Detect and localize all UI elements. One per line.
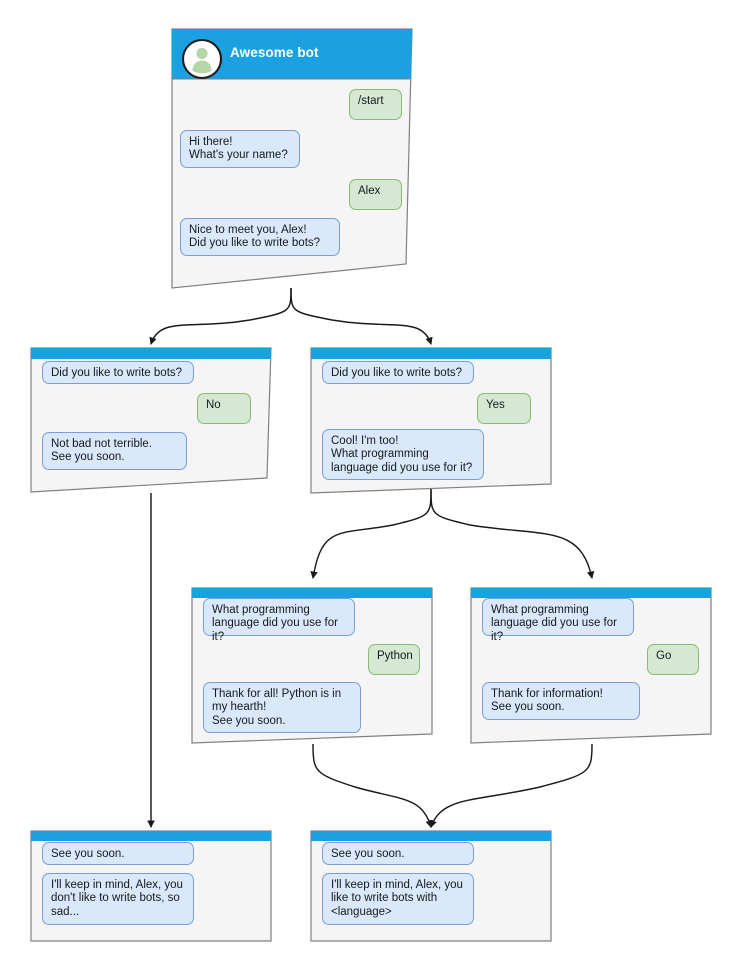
card-header-bar	[311, 348, 551, 359]
message-bubble-user: Go	[647, 644, 699, 675]
connector-start-to-yes	[290, 287, 433, 346]
card-lang-python[interactable]: What programming language did you use fo…	[190, 586, 435, 748]
message-bubble-user: /start	[349, 89, 402, 120]
bot-title: Awesome bot	[230, 45, 319, 60]
message-bubble-user: No	[197, 393, 251, 424]
message-bubble-bot: I'll keep in mind, Alex, you like to wri…	[322, 873, 474, 925]
message-bubble-bot: Did you like to write bots?	[322, 361, 474, 384]
message-bubble-bot: What programming language did you use fo…	[203, 598, 355, 643]
message-bubble-bot: See you soon.	[42, 842, 194, 865]
card-end-happy[interactable]: See you soon. I'll keep in mind, Alex, y…	[309, 829, 554, 944]
card-header-bar	[172, 29, 412, 79]
message-bubble-bot: Thank for all! Python is in my hearth! S…	[203, 682, 361, 733]
connector-go-to-end-happy	[429, 743, 593, 828]
message-bubble-bot: Hi there! What's your name?	[180, 130, 300, 168]
connector-yes-to-python	[310, 488, 432, 580]
message-bubble-bot: Nice to meet you, Alex! Did you like to …	[180, 218, 340, 256]
message-bubble-user: Yes	[477, 393, 531, 424]
message-bubble-bot: Not bad not terrible. See you soon.	[42, 432, 187, 470]
message-bubble-bot: What programming language did you use fo…	[482, 598, 634, 643]
avatar	[181, 38, 223, 80]
card-end-sad[interactable]: See you soon. I'll keep in mind, Alex, y…	[29, 829, 274, 944]
message-bubble-user: Python	[368, 644, 420, 675]
connector-start-to-no	[149, 287, 292, 346]
card-header-bar	[31, 348, 271, 359]
message-bubble-bot: Thank for information! See you soon.	[482, 682, 640, 720]
message-bubble-bot: Did you like to write bots?	[42, 361, 194, 384]
card-header-bar	[31, 831, 271, 841]
message-bubble-bot: I'll keep in mind, Alex, you don't like …	[42, 873, 194, 925]
card-lang-go[interactable]: What programming language did you use fo…	[469, 586, 714, 748]
card-answer-no[interactable]: Did you like to write bots? No Not bad n…	[29, 346, 274, 498]
connector-yes-to-go	[430, 488, 595, 580]
message-bubble-bot: Cool! I'm too! What programming language…	[322, 429, 484, 480]
card-header-bar	[192, 588, 432, 598]
message-bubble-user: Alex	[349, 179, 402, 210]
connector-python-to-end-happy	[312, 743, 433, 829]
card-header-bar	[471, 588, 711, 598]
card-start[interactable]: Awesome bot /start Hi there! What's your…	[168, 26, 416, 294]
card-answer-yes[interactable]: Did you like to write bots? Yes Cool! I'…	[309, 346, 554, 498]
message-bubble-bot: See you soon.	[322, 842, 474, 865]
card-header-bar	[311, 831, 551, 841]
